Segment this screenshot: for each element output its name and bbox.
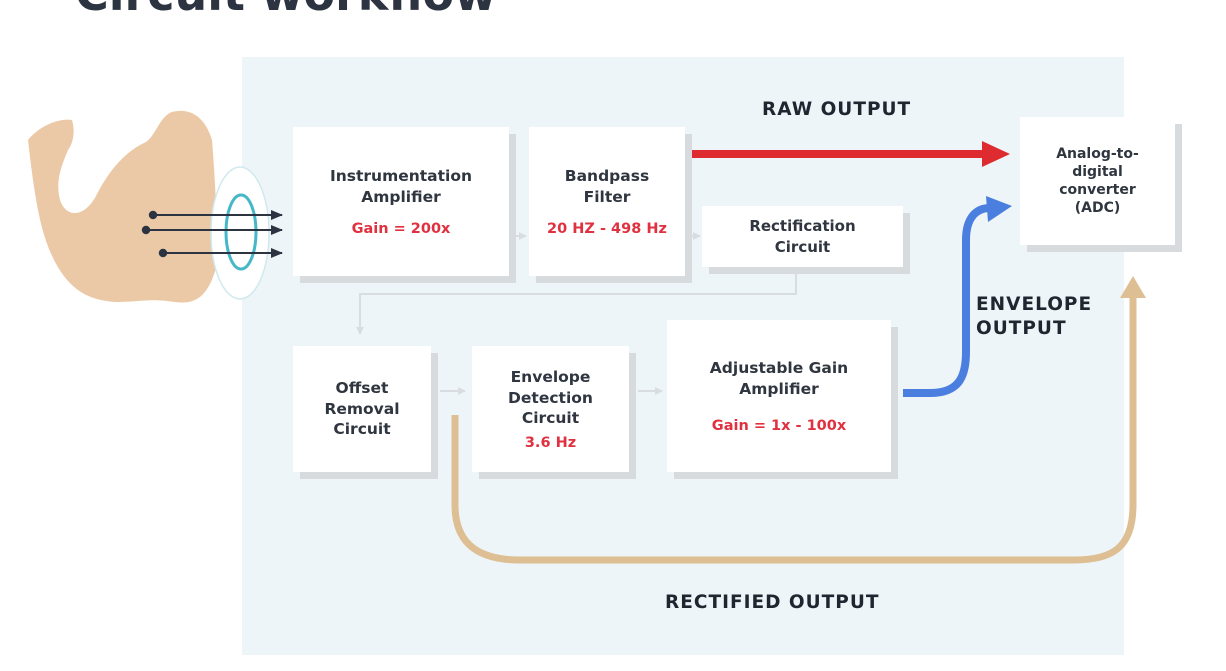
raw-output-label: RAW OUTPUT bbox=[762, 99, 912, 120]
adc-label: Analog-to-digital converter (ADC) bbox=[1056, 145, 1139, 217]
envelope-output-label: ENVELOPE OUTPUT bbox=[976, 294, 1093, 340]
bandpass-filter-range: 20 HZ - 498 Hz bbox=[547, 221, 667, 238]
envelope-detection-circuit-label: Envelope Detection Circuit bbox=[508, 367, 593, 428]
page-title: Circuit workflow bbox=[75, 0, 497, 22]
instrumentation-amplifier-gain: Gain = 200x bbox=[351, 221, 451, 238]
bandpass-filter-block: Bandpass Filter 20 HZ - 498 Hz bbox=[529, 127, 685, 276]
raw-output-arrow bbox=[686, 141, 1010, 167]
rectification-circuit-label: Rectification Circuit bbox=[749, 217, 856, 256]
rectified-output-arrow bbox=[451, 276, 1146, 564]
envelope-detection-frequency: 3.6 Hz bbox=[524, 435, 577, 452]
rectification-circuit-block: Rectification Circuit bbox=[702, 206, 903, 267]
instrumentation-amplifier-block: Instrumentation Amplifier Gain = 200x bbox=[293, 127, 509, 276]
offset-removal-circuit-block: Offset Removal Circuit bbox=[293, 346, 431, 472]
envelope-output-arrow bbox=[903, 196, 1012, 397]
adjustable-gain-amplifier-block: Adjustable Gain Amplifier Gain = 1x - 10… bbox=[667, 320, 891, 472]
bandpass-filter-label: Bandpass Filter bbox=[564, 166, 650, 206]
adjustable-gain-amplifier-gain: Gain = 1x - 100x bbox=[711, 417, 847, 434]
envelope-detection-circuit-block: Envelope Detection Circuit 3.6 Hz bbox=[472, 346, 629, 472]
electrode-leads bbox=[141, 210, 283, 258]
electrode-icon bbox=[210, 166, 270, 300]
flexed-arm-icon bbox=[28, 110, 217, 303]
adc-block: Analog-to-digital converter (ADC) bbox=[1020, 117, 1175, 245]
adjustable-gain-amplifier-label: Adjustable Gain Amplifier bbox=[709, 359, 849, 398]
instrumentation-amplifier-label: Instrumentation Amplifier bbox=[329, 166, 473, 206]
flow-connectors bbox=[356, 232, 797, 395]
offset-removal-circuit-label: Offset Removal Circuit bbox=[324, 378, 400, 439]
rectified-output-label: RECTIFIED OUTPUT bbox=[665, 592, 880, 613]
